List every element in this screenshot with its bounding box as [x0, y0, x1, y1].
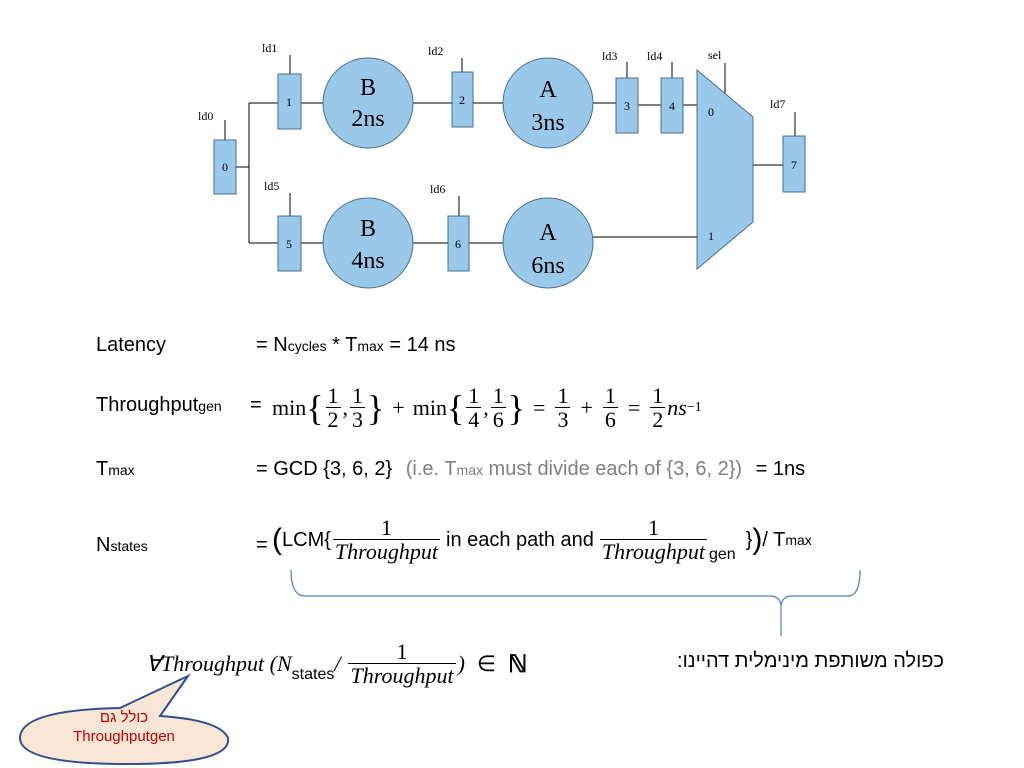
register-2: [451, 71, 474, 128]
sel-label: sel: [708, 48, 722, 62]
block-a-bottom-name: A: [539, 220, 557, 246]
register-7-label: 7: [791, 158, 797, 172]
block-a-bottom-delay: 6ns: [531, 253, 564, 279]
throughput-equals: =: [250, 394, 262, 416]
nstates-equals: =: [256, 534, 268, 556]
block-b-bottom-name: B: [360, 216, 376, 242]
register-5: [277, 215, 302, 272]
ld0-label: ld0: [198, 109, 213, 123]
register-6-label: 6: [455, 237, 461, 251]
callout-bubble: [18, 673, 230, 766]
underbrace: [290, 569, 861, 636]
register-1: [277, 73, 302, 130]
mux-input-0: 0: [708, 105, 714, 119]
mux: [696, 68, 754, 271]
block-b-top-delay: 2ns: [351, 106, 384, 132]
callout-line1: כולל גם: [99, 709, 149, 726]
nstates-label: Nstates: [96, 534, 148, 556]
block-b-bottom: [322, 197, 414, 289]
register-0: [213, 139, 237, 195]
callout-line2: Throughputgen: [73, 728, 175, 745]
register-6: [447, 215, 470, 272]
ld5-label: ld5: [264, 179, 279, 193]
block-a-bottom: [502, 197, 594, 289]
register-2-label: 2: [459, 93, 465, 107]
hebrew-text: כפולה משותפת מינימלית דהיינו:: [677, 650, 944, 672]
ld6-label: ld6: [430, 182, 445, 196]
block-b-bottom-delay: 4ns: [351, 248, 384, 274]
register-3: [615, 77, 639, 134]
block-b-top: [322, 57, 414, 149]
ld1-label: ld1: [262, 41, 277, 55]
block-b-top-name: B: [360, 75, 376, 101]
register-5-label: 5: [286, 237, 292, 251]
block-a-top-delay: 3ns: [531, 110, 564, 136]
tmax-label: Tmax: [96, 458, 135, 480]
register-0-label: 0: [222, 160, 228, 174]
register-1-label: 1: [286, 95, 292, 109]
block-a-top-name: A: [539, 77, 557, 103]
latency-formula: = Ncycles * Tmax = 14 ns: [256, 334, 456, 356]
register-4-label: 4: [669, 99, 675, 113]
register-7: [782, 135, 806, 193]
register-3-label: 3: [624, 99, 630, 113]
mux-input-1: 1: [708, 229, 714, 243]
block-a-top: [502, 57, 594, 149]
latency-label: Latency: [96, 334, 167, 356]
register-4: [660, 77, 684, 134]
pipeline-diagram: 0 1 2 3 4 5 6 7 0 1 ld0 ld1 ld2 ld3 ld4 …: [198, 41, 806, 289]
ld3-label: ld3: [602, 49, 617, 63]
throughput-label: Throughputgen: [96, 394, 222, 416]
callout-text: כולל גם Throughputgen: [38, 708, 210, 746]
tmax-formula: = GCD {3, 6, 2} (i.e. Tmax must divide e…: [256, 458, 806, 480]
ld7-label: ld7: [770, 97, 785, 111]
ld4-label: ld4: [647, 49, 662, 63]
ld2-label: ld2: [428, 44, 443, 58]
